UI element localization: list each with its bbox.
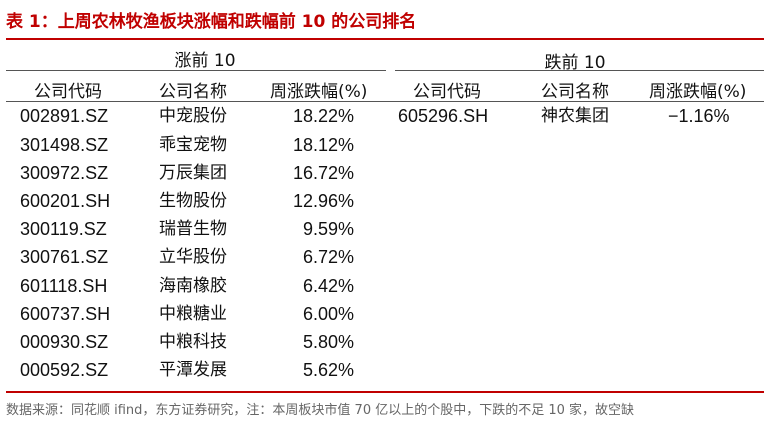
company-code: 301498.SZ [20,135,109,155]
table-title: 表 1：上周农林牧渔板块涨幅和跌幅前 10 的公司排名 [6,12,417,32]
company-name: 立华股份 [159,247,227,267]
weekly-change: 16.72% [292,163,354,183]
weekly-change: −1.16% [668,106,730,126]
weekly-change: 18.22% [292,106,354,126]
company-code: 000930.SZ [20,332,109,352]
gainers-header-code: 公司代码 [34,82,102,102]
weekly-change: 6.00% [302,304,354,324]
gainers-header-change: 周涨跌幅(%) [270,82,368,102]
gainers-group-label: 涨前 10 [174,51,236,71]
company-name: 乖宝宠物 [159,135,227,155]
company-code: 002891.SZ [20,106,109,126]
weekly-change: 6.72% [302,247,354,267]
losers-group-underline [395,70,764,71]
weekly-change: 5.80% [302,332,354,352]
weekly-change: 12.96% [292,191,354,211]
weekly-change: 5.62% [302,360,354,380]
weekly-change: 9.59% [302,219,354,239]
company-name: 中粮糖业 [159,304,227,324]
top-rule [6,38,764,40]
source-note: 数据来源：同花顺 ifind，东方证券研究，注：本周板块市值 70 亿以上的个股… [6,403,635,418]
losers-header-change: 周涨跌幅(%) [649,82,747,102]
company-name: 万辰集团 [159,163,227,183]
company-name: 瑞普生物 [159,219,227,239]
company-name: 平潭发展 [159,360,227,380]
company-name: 神农集团 [541,106,609,126]
bottom-rule [6,391,764,393]
gainers-header-name: 公司名称 [159,82,227,102]
gainers-group-underline [6,70,386,71]
company-code: 601118.SH [20,276,108,296]
company-code: 300119.SZ [20,219,107,239]
company-code: 605296.SH [398,106,489,126]
company-name: 中宠股份 [159,106,227,126]
company-name: 中粮科技 [159,332,227,352]
weekly-change: 6.42% [302,276,354,296]
company-name: 海南橡胶 [159,276,227,296]
company-code: 300972.SZ [20,163,109,183]
losers-header-name: 公司名称 [541,82,609,102]
company-code: 600737.SH [20,304,111,324]
losers-header-code: 公司代码 [413,82,481,102]
weekly-change: 18.12% [292,135,354,155]
company-code: 000592.SZ [20,360,109,380]
header-rule [6,101,764,102]
company-code: 300761.SZ [20,247,109,267]
company-code: 600201.SH [20,191,111,211]
losers-group-label: 跌前 10 [544,53,606,73]
company-name: 生物股份 [159,191,227,211]
